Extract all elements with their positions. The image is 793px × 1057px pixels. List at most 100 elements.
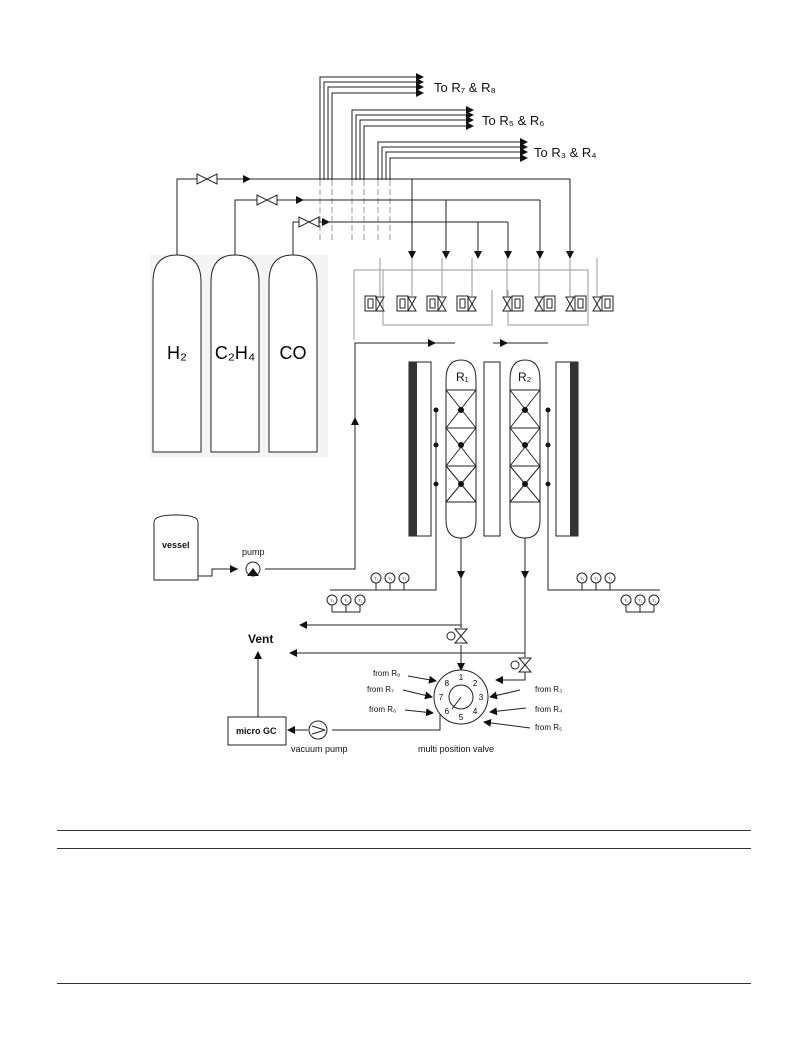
from-r8-label: from R₈ (373, 669, 400, 678)
mfc-valve-icon (534, 296, 544, 312)
thermocouple-label: T₁ (608, 576, 612, 581)
micro-gc (227, 651, 441, 746)
mfc-2 (396, 258, 417, 312)
mfc-valve-icon (467, 296, 477, 312)
liquid-feed-line (265, 339, 548, 570)
multi-position-valve (433, 669, 489, 725)
valve-port-6: 6 (445, 707, 450, 716)
manifold-crossings (319, 180, 391, 240)
h2-label: H₂ (167, 343, 187, 363)
outlet-lines (289, 538, 529, 684)
rule-bottom (57, 983, 751, 984)
vacuum-pump-icon (308, 720, 328, 740)
mfc-valve-icon (565, 296, 575, 312)
thermocouple-icon (604, 572, 616, 584)
thermocouple-group: T₁ T₁ T₁ (370, 572, 410, 591)
mfc-8 (592, 258, 614, 312)
mfc-6 (534, 258, 556, 312)
thermocouple-label: T₁ (330, 598, 334, 603)
thermocouple-icon (634, 594, 646, 606)
thermocouple-label: T₁ (652, 598, 656, 603)
mfc-valve-icon (502, 296, 512, 312)
c2h4-valve-icon (256, 194, 278, 206)
thermocouple-group: T₁ T₁ T₁ (326, 594, 366, 613)
thermocouple-label: T₁ (402, 576, 406, 581)
mass-flow-controllers (364, 258, 614, 312)
vacuum-pump-label: vacuum pump (291, 744, 348, 754)
valve-port-4: 4 (473, 707, 478, 716)
thermocouple-icon (620, 594, 632, 606)
c2h4-feed-line (234, 194, 544, 259)
thermocouple-icon (576, 572, 588, 584)
thermocouple-icon (370, 572, 382, 584)
outlet-valves (446, 628, 533, 673)
pump-label: pump (242, 547, 265, 557)
mfc-3 (426, 258, 447, 312)
vessel-label: vessel (162, 540, 190, 550)
valve-port-5: 5 (459, 713, 464, 722)
mfc-valve-icon (592, 296, 602, 312)
r1-outlet-valve-icon (453, 628, 469, 644)
mfc-7 (565, 258, 587, 312)
thermocouple-group: T₁ T₁ T₁ (620, 594, 660, 613)
vent-label: Vent (248, 632, 273, 646)
thermocouple-icon (648, 594, 660, 606)
r2-outlet-valve-icon (517, 657, 533, 673)
mfc-1 (364, 258, 385, 312)
thermocouple-label: T₁ (624, 598, 628, 603)
c2h4-label: C₂H₄ (215, 343, 255, 363)
reactor-r2-label: R₂ (518, 370, 532, 384)
thermocouple-label: T₁ (374, 576, 378, 581)
reactor-r1 (330, 359, 501, 591)
thermocouple-icon (384, 572, 396, 584)
label-to-r7-r8: To R₇ & R₈ (434, 80, 496, 95)
thermocouple-label: T₁ (344, 598, 348, 603)
rule-top (57, 830, 751, 831)
mfc-valve-icon (375, 296, 385, 312)
valve-port-1: 1 (459, 673, 464, 682)
thermocouple-icon (398, 572, 410, 584)
rule-middle (57, 848, 751, 849)
reactor-r2 (509, 359, 660, 591)
thermocouple-label: T₁ (388, 576, 392, 581)
valve-port-2: 2 (473, 679, 478, 688)
co-cylinder (268, 254, 318, 453)
co-feed-line (292, 216, 512, 259)
co-valve-icon (298, 216, 320, 228)
valve-inputs (402, 675, 531, 729)
thermocouple-icon (326, 594, 338, 606)
thermocouple-icon (340, 594, 352, 606)
mfc-4 (456, 258, 477, 312)
h2-valve-icon (196, 173, 218, 185)
reactor-r1-label: R₁ (456, 370, 469, 384)
mfc-5 (502, 258, 524, 312)
gas-cylinders (150, 254, 328, 457)
c2h4-cylinder (210, 254, 260, 453)
thermocouple-label: T₁ (638, 598, 642, 603)
mfc-valve-icon (407, 296, 417, 312)
valve-port-7: 7 (439, 693, 444, 702)
from-r7-label: from R₇ (367, 685, 394, 694)
from-r5-label: from R₅ (535, 723, 562, 732)
from-r6-label: from R₆ (369, 705, 396, 714)
thermocouple-label: T₁ (594, 576, 598, 581)
label-to-r5-r6: To R₅ & R₆ (482, 113, 545, 128)
valve-label: multi position valve (418, 744, 494, 754)
h2-cylinder (152, 254, 202, 453)
micro-gc-label: micro GC (236, 726, 277, 736)
co-label: CO (280, 343, 307, 363)
thermocouple-label: T₁ (358, 598, 362, 603)
thermocouple-icon (590, 572, 602, 584)
from-r3-label: from R₃ (535, 685, 562, 694)
pump-icon (245, 561, 261, 577)
h2-feed-line (176, 173, 574, 259)
thermocouple-icon (354, 594, 366, 606)
destination-lines (319, 73, 528, 180)
valve-port-3: 3 (479, 693, 484, 702)
valve-port-8: 8 (445, 679, 450, 688)
mfc-valve-icon (437, 296, 447, 312)
